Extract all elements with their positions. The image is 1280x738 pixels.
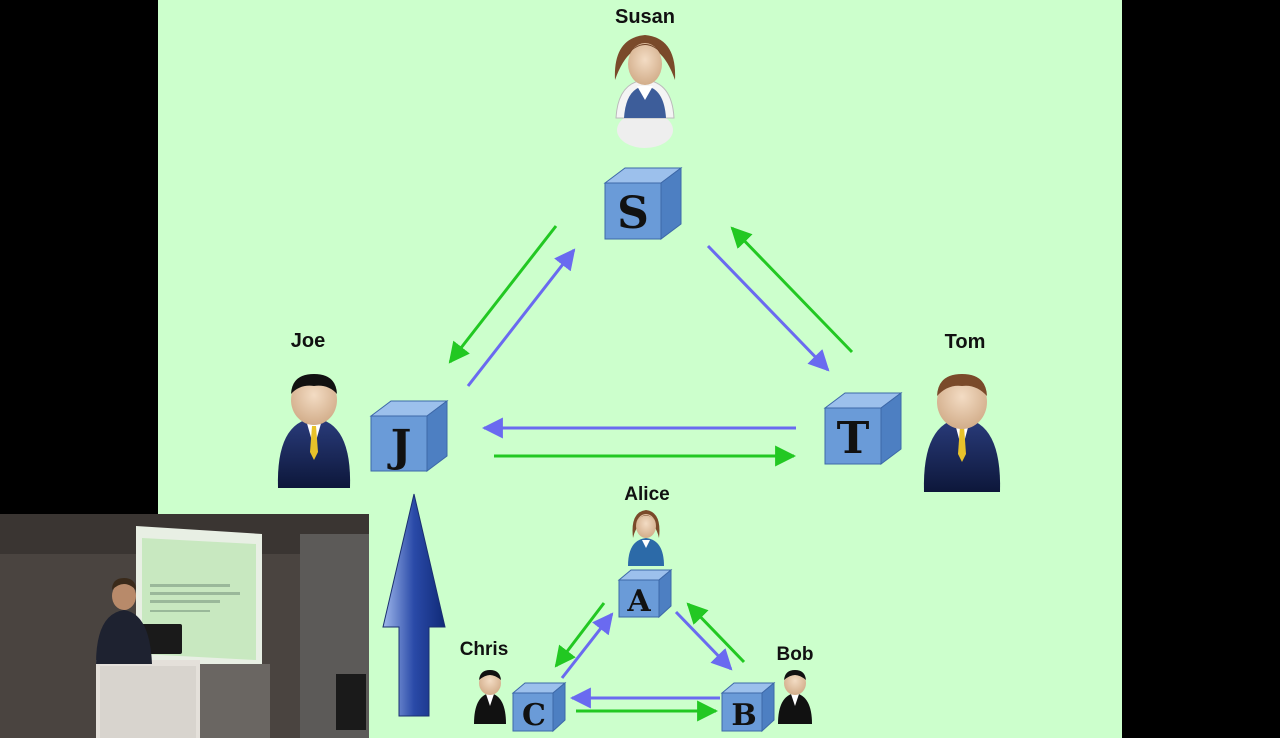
presenter-video <box>0 514 369 738</box>
node-c: C <box>511 681 567 733</box>
big-up-arrow <box>382 493 446 717</box>
arrow-c-to-a <box>560 612 614 679</box>
joe-avatar-icon <box>277 374 351 488</box>
node-t: T <box>823 392 903 465</box>
arrow-s-to-t <box>706 244 830 372</box>
arrow-j-to-s <box>466 248 576 387</box>
node-b-label: B <box>731 698 756 733</box>
node-t-label: T <box>837 413 870 464</box>
susan-avatar-icon <box>614 35 676 148</box>
node-j: J <box>369 400 449 472</box>
chris-label: Chris <box>459 639 509 660</box>
joe-label: Joe <box>290 330 326 352</box>
node-c-label: C <box>522 698 546 733</box>
node-j-label: J <box>387 421 412 472</box>
node-b: B <box>720 681 776 733</box>
arrow-a-to-b <box>674 610 733 671</box>
alice-label: Alice <box>624 484 670 505</box>
bob-avatar-icon <box>778 670 812 724</box>
node-a-label: A <box>626 584 651 619</box>
arrow-t-to-s <box>730 226 854 354</box>
arrow-b-to-a <box>686 602 746 664</box>
tom-avatar-icon <box>923 374 1001 492</box>
tom-label: Tom <box>944 331 986 353</box>
alice-avatar-icon <box>628 510 664 566</box>
arrow-s-to-j <box>448 225 558 364</box>
presenter-video-icon <box>0 514 369 738</box>
chris-avatar-icon <box>474 670 506 724</box>
node-s: S <box>603 167 683 240</box>
node-s-label: S <box>617 188 649 239</box>
susan-label: Susan <box>614 6 676 28</box>
trust-diagram: S J T A C <box>277 35 1001 733</box>
node-a: A <box>617 568 673 619</box>
bob-label: Bob <box>776 644 814 665</box>
